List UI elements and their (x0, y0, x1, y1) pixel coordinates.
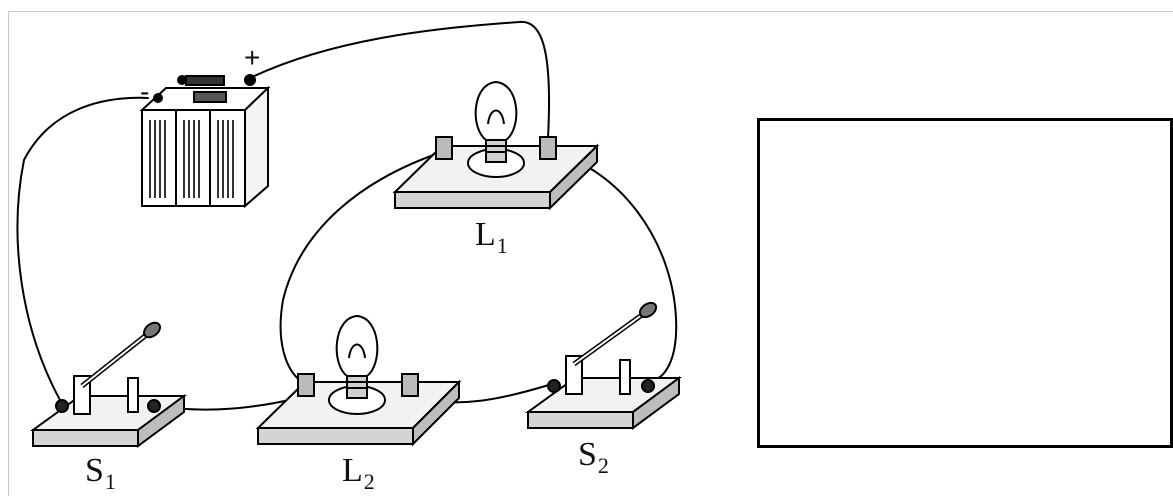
switch-s1-icon (29, 321, 188, 448)
battery-negative-sign: - (140, 76, 150, 107)
figure-frame (8, 11, 1173, 496)
lamp-l2-icon (255, 314, 462, 447)
wire-l1-to-l2 (279, 151, 443, 383)
switch-s2-icon (524, 301, 683, 430)
battery-icon (139, 74, 271, 209)
answer-box (757, 118, 1173, 448)
wire-battery-minus-to-s1 (16, 96, 149, 401)
label-l1: L1 (475, 216, 508, 258)
label-s2: S2 (578, 436, 609, 478)
wire-l1-to-s2 (551, 151, 678, 383)
battery-positive-sign: + (244, 42, 261, 73)
wire-battery-plus-to-l1 (249, 20, 551, 139)
lamp-l1-icon (392, 80, 600, 211)
label-l2: L2 (342, 452, 375, 494)
label-s1: S1 (85, 452, 116, 494)
